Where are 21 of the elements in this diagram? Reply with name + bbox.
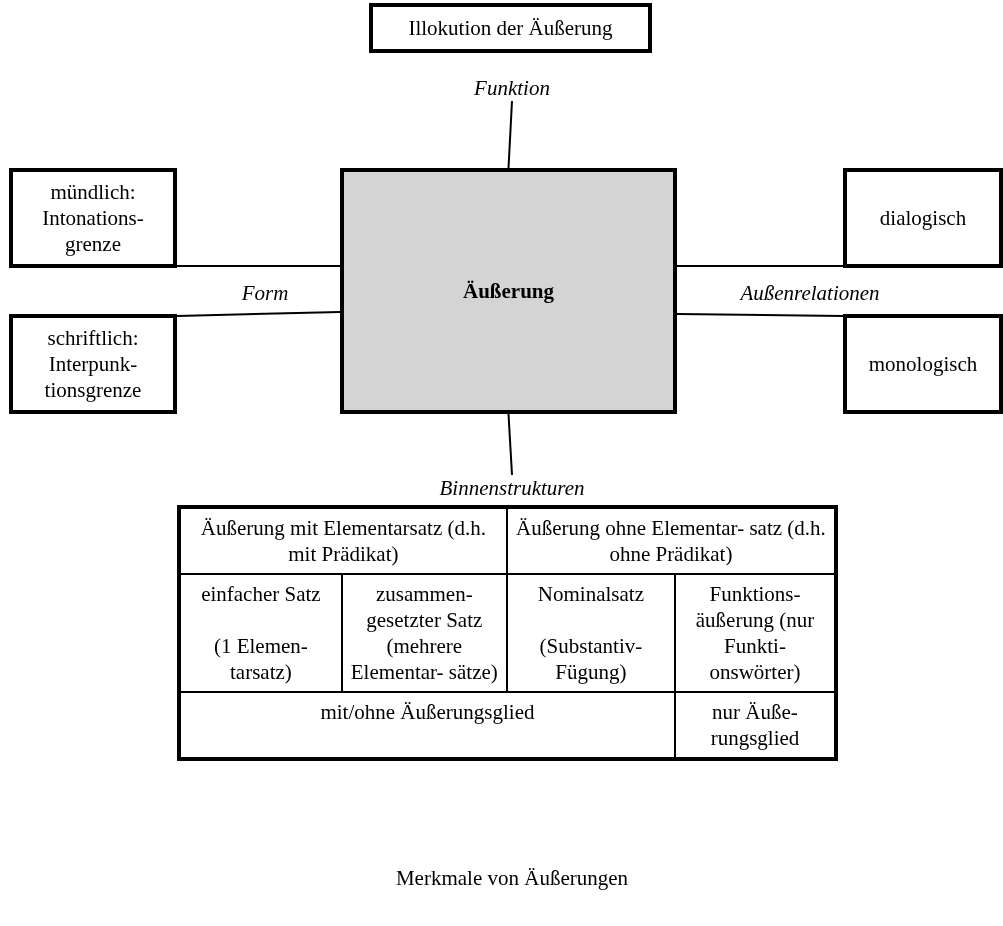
- central-box: Äußerung: [340, 168, 677, 414]
- caption: Merkmale von Äußerungen: [394, 865, 630, 891]
- table-cell: Nominalsatz (Substantiv- Fügung): [506, 574, 675, 692]
- label-box: Illokution der Äußerung: [369, 3, 652, 53]
- connector-line: [176, 265, 341, 267]
- label-box: mündlich: Intonations- grenze: [9, 168, 177, 268]
- table-cell: zusammen- gesetzter Satz (mehrere Elementar- sätze): [341, 574, 507, 692]
- axis-label: Binnenstrukturen: [412, 475, 612, 501]
- connector-line: [676, 265, 844, 267]
- label-box: schriftlich: Interpunk- tionsgrenze: [9, 314, 177, 414]
- label-box: dialogisch: [843, 168, 1003, 268]
- axis-label: Funktion: [437, 75, 587, 101]
- axis-label: Form: [240, 280, 290, 306]
- connector-line: [676, 313, 844, 317]
- connector-line: [507, 100, 513, 169]
- axis-label: Außenrelationen: [738, 280, 881, 306]
- label-box: monologisch: [843, 314, 1003, 414]
- table-cell: einfacher Satz (1 Elemen- tarsatz): [179, 574, 342, 692]
- connector-line: [176, 311, 341, 317]
- connector-line: [507, 413, 513, 476]
- table-cell: Äußerung mit Elementarsatz (d.h. mit Prädikat): [179, 507, 507, 574]
